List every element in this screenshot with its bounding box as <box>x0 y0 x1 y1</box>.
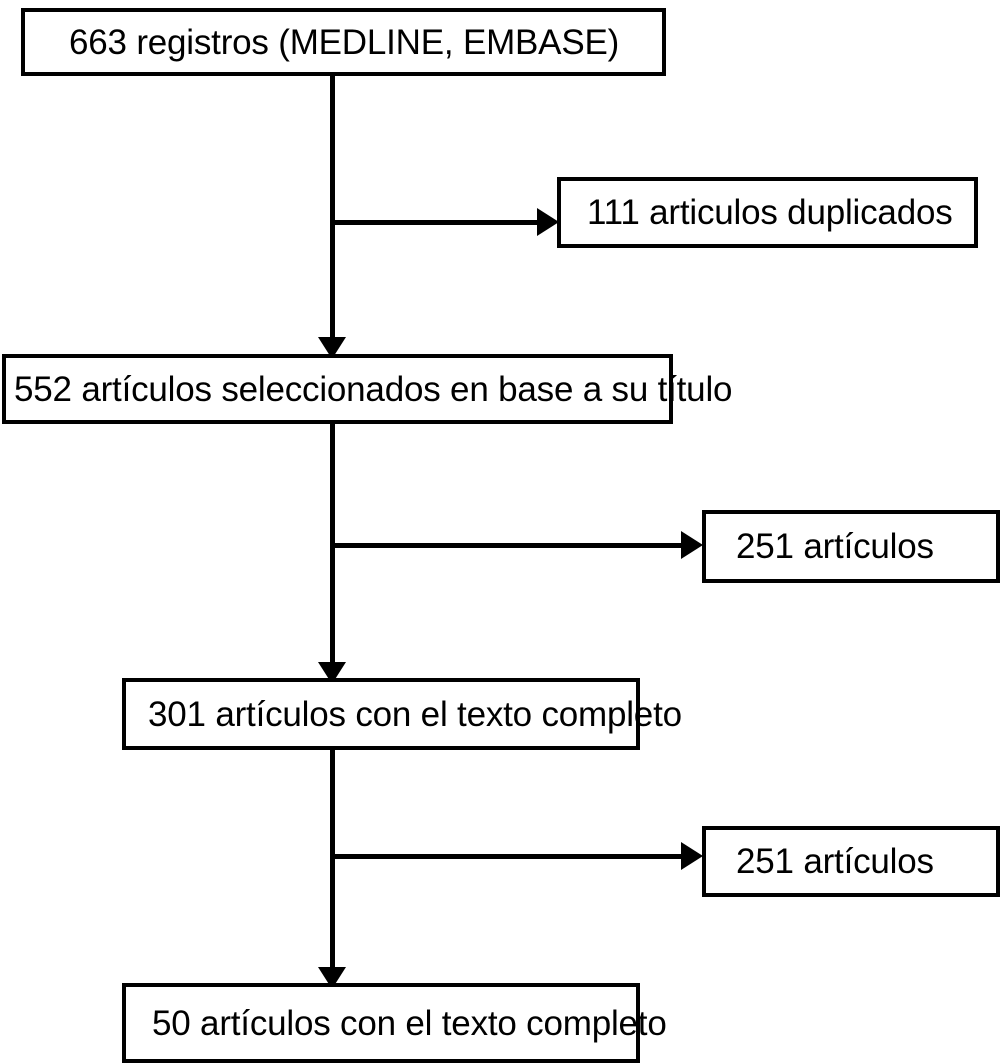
flow-node-fulltext-301: 301 artículos con el texto completo <box>122 678 682 750</box>
flow-node-duplicates-label: 111 articulos duplicados <box>587 193 953 232</box>
edge-records-to-duplicates <box>333 220 545 225</box>
flow-node-excluded-1-label: 251 artículos <box>736 527 934 566</box>
arrowhead-right-icon <box>681 531 703 559</box>
arrowhead-right-icon <box>537 208 559 236</box>
flow-node-fulltext-50: 50 artículos con el texto completo <box>122 983 667 1063</box>
edge-title-screened-to-excluded-1 <box>333 543 689 548</box>
flow-node-records: 663 registros (MEDLINE, EMBASE) <box>21 8 666 76</box>
flow-node-fulltext-301-label: 301 artículos con el texto completo <box>148 694 682 734</box>
flow-node-title-screened-label: 552 artículos seleccionados en base a su… <box>14 369 733 409</box>
flow-node-title-screened: 552 artículos seleccionados en base a su… <box>2 354 732 424</box>
edge-fulltext-301-to-fulltext-50 <box>330 750 335 988</box>
flow-node-excluded-2-label: 251 artículos <box>736 842 934 881</box>
arrowhead-down-icon <box>318 337 346 359</box>
edge-fulltext-301-to-excluded-2 <box>333 854 689 859</box>
flow-node-duplicates: 111 articulos duplicados <box>557 177 978 248</box>
flow-node-records-label: 663 registros (MEDLINE, EMBASE) <box>69 22 620 62</box>
flow-node-fulltext-50-label: 50 artículos con el texto completo <box>152 1003 667 1043</box>
flow-node-excluded-1: 251 artículos <box>702 510 1000 583</box>
edge-records-to-title-screened <box>330 76 335 357</box>
edge-title-screened-to-fulltext-301 <box>330 424 335 683</box>
flow-node-excluded-2: 251 artículos <box>702 826 1000 897</box>
arrowhead-right-icon <box>681 842 703 870</box>
